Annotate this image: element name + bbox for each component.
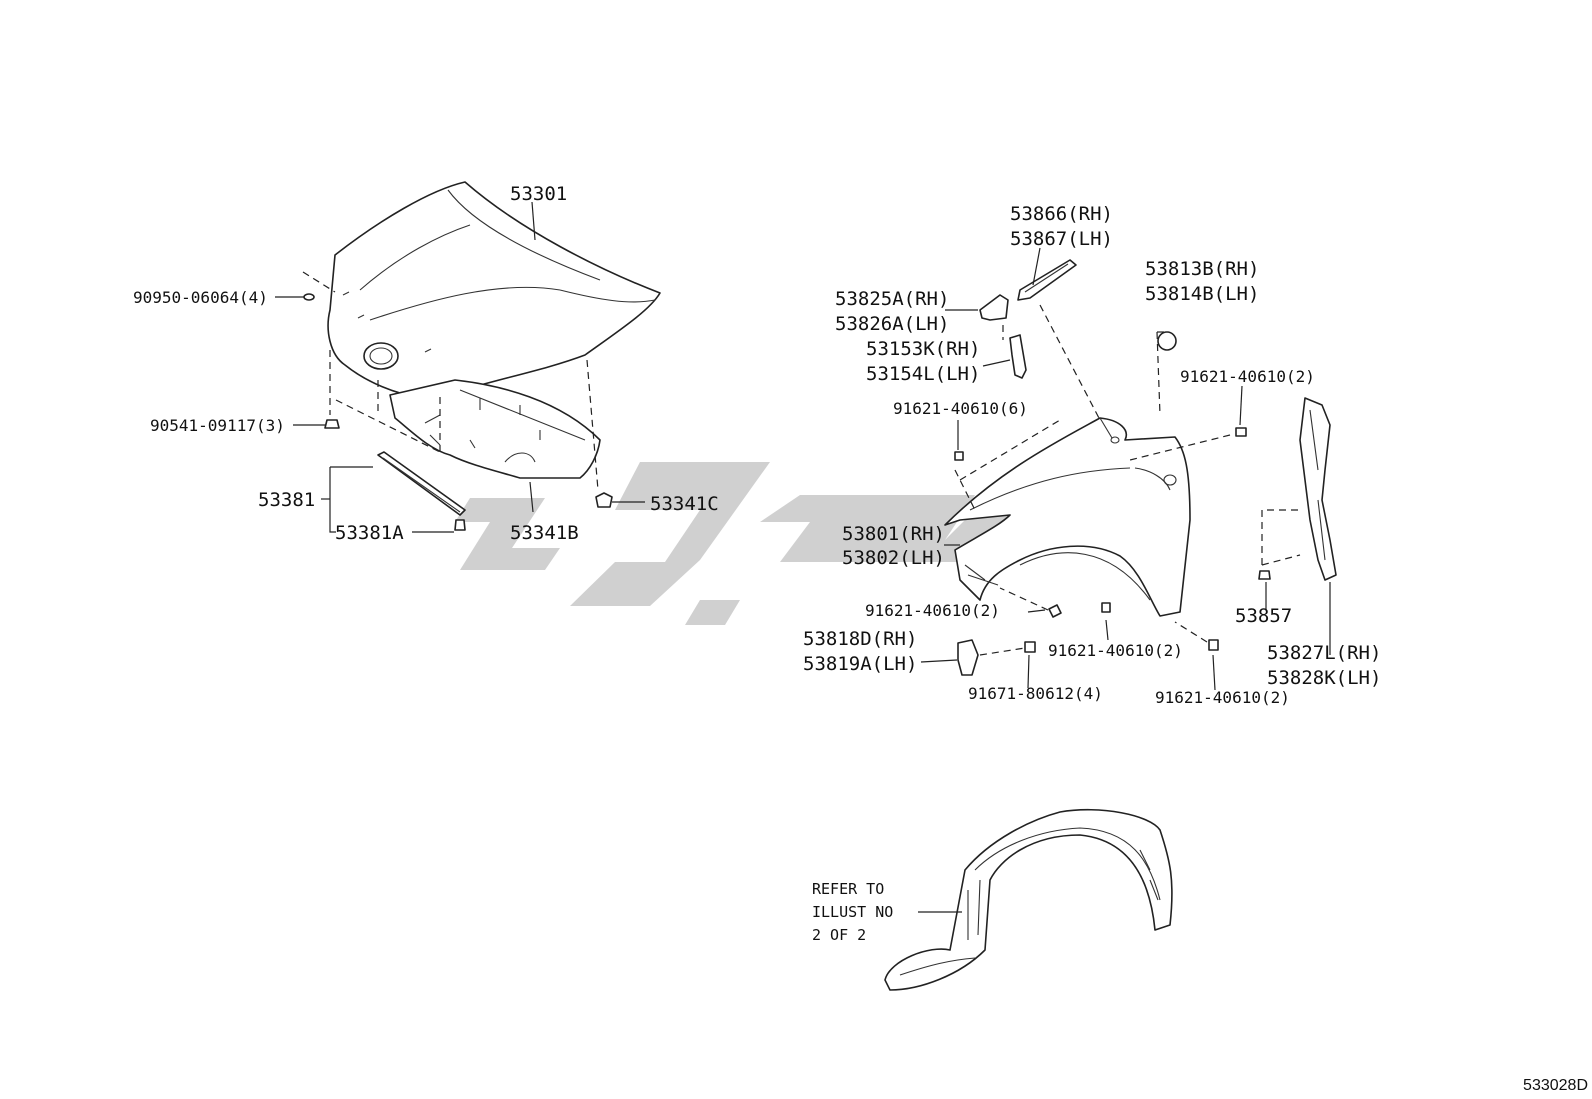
label-53827l: 53827L(RH) xyxy=(1267,642,1381,664)
label-91621-40610-lower-mid: 91621-40610(2) xyxy=(1048,641,1183,660)
label-91621-40610-lower-right: 91621-40610(2) xyxy=(1155,688,1290,707)
fender-fasteners xyxy=(954,427,1271,653)
cushion-53813b-part xyxy=(1157,331,1177,351)
label-53341c: 53341C xyxy=(650,493,719,515)
label-53154l: 53154L(LH) xyxy=(866,363,980,385)
hood-dashed-lines xyxy=(302,271,599,491)
label-90541-09117: 90541-09117(3) xyxy=(150,416,285,435)
label-91621-40610-lower-left: 91621-40610(2) xyxy=(865,601,1000,620)
bracket-53153k-part xyxy=(1009,334,1027,379)
label-53826a: 53826A(LH) xyxy=(835,313,949,335)
label-53825a: 53825A(RH) xyxy=(835,288,949,310)
bracket-53818d-part xyxy=(957,639,979,676)
label-53341b: 53341B xyxy=(510,522,579,544)
refer-text-line3: 2 OF 2 xyxy=(812,926,866,944)
drawing-code: 533028D xyxy=(1523,1077,1588,1094)
hood-leaders xyxy=(275,201,645,533)
label-53801: 53801(RH) xyxy=(842,523,945,545)
refer-text-line2: ILLUST NO xyxy=(812,903,893,921)
label-53867: 53867(LH) xyxy=(1010,228,1113,250)
label-53819a: 53819A(LH) xyxy=(803,653,917,675)
label-91671-80612: 91671-80612(4) xyxy=(968,684,1103,703)
label-53381: 53381 xyxy=(258,489,315,511)
label-53814b: 53814B(LH) xyxy=(1145,283,1259,305)
label-53828k: 53828K(LH) xyxy=(1267,667,1381,689)
fender-part xyxy=(944,417,1191,617)
fender-protector-part xyxy=(1299,397,1337,581)
hood-seal-part xyxy=(377,451,466,516)
hood-fasteners xyxy=(303,293,613,531)
fender-leaders xyxy=(920,247,1331,691)
part-labels: 53301 90950-06064(4) 90541-09117(3) 5338… xyxy=(133,183,1381,944)
fender-dashed-lines xyxy=(954,304,1301,656)
fender-seal-part xyxy=(1017,259,1077,301)
label-53857: 53857 xyxy=(1235,605,1292,627)
label-53802: 53802(LH) xyxy=(842,547,945,569)
label-91621-40610-top-right: 91621-40610(2) xyxy=(1180,367,1315,386)
label-91621-40610-6: 91621-40610(6) xyxy=(893,399,1028,418)
label-53381a: 53381A xyxy=(335,522,404,544)
fender-liner-part xyxy=(884,808,1173,991)
label-90950-06064: 90950-06064(4) xyxy=(133,288,268,307)
label-53153k: 53153K(RH) xyxy=(866,338,980,360)
label-53301: 53301 xyxy=(510,183,567,205)
label-53866: 53866(RH) xyxy=(1010,203,1113,225)
refer-text-line1: REFER TO xyxy=(812,880,884,898)
hood-insulator-part xyxy=(389,379,601,479)
label-53818d: 53818D(RH) xyxy=(803,628,917,650)
label-53813b: 53813B(RH) xyxy=(1145,258,1259,280)
hood-part xyxy=(327,181,661,401)
bracket-53825a-part xyxy=(979,294,1009,321)
